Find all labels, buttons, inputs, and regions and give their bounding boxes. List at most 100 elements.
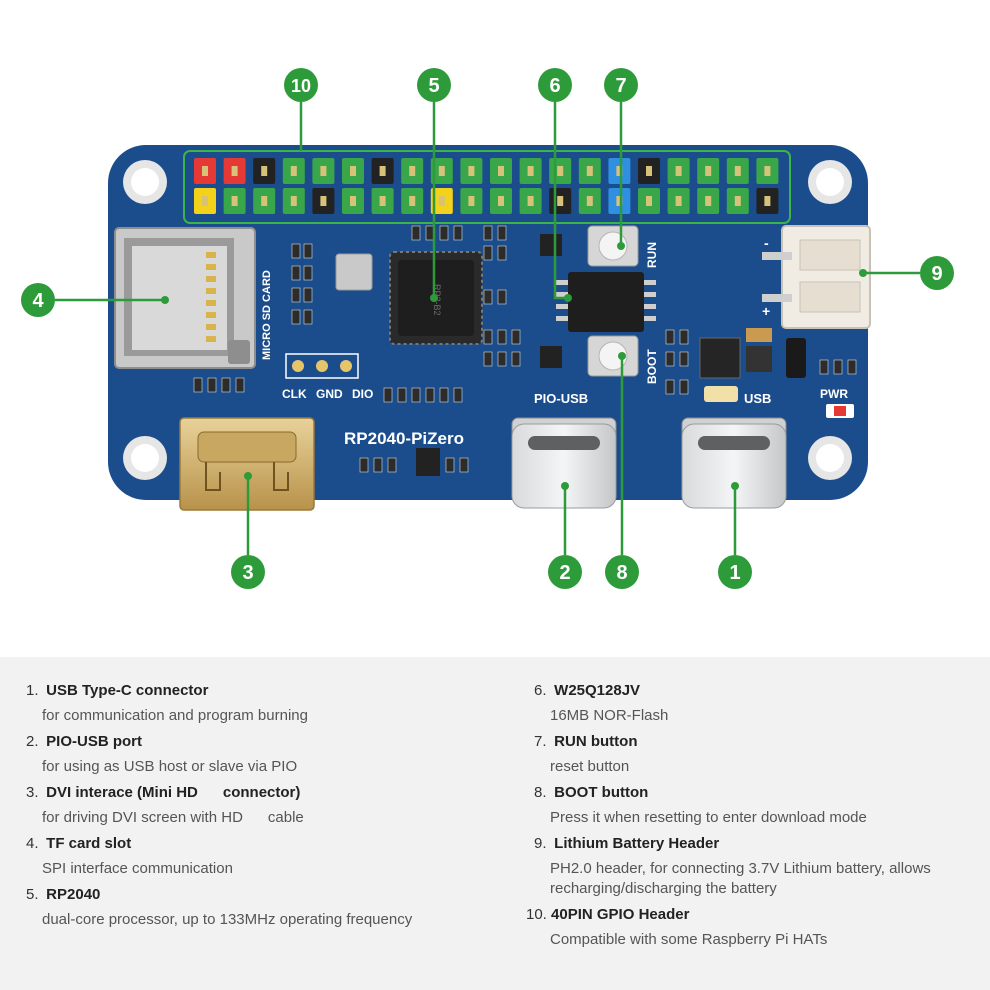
leader-dots bbox=[161, 242, 867, 490]
svg-text:4: 4 bbox=[32, 290, 44, 312]
gpio-pin-tip bbox=[202, 166, 208, 176]
legend-item-5: 5. RP2040 dual-core processor, up to 133… bbox=[26, 886, 413, 928]
callout-10: 10 bbox=[284, 68, 318, 102]
callout-6: 6 bbox=[538, 68, 572, 102]
gpio-pin-tip bbox=[320, 196, 327, 206]
gpio-pin-tip bbox=[231, 196, 238, 206]
legend-item-10: 10. 40PIN GPIO Header Compatible with so… bbox=[526, 906, 828, 948]
legend-right-column: 6. W25Q128JV 16MB NOR-Flash 7. RUN butto… bbox=[526, 681, 931, 956]
gpio-pin-tip bbox=[675, 196, 682, 206]
gpio-pin-tip bbox=[438, 196, 445, 206]
legend-panel: 1. USB Type-C connector for communicatio… bbox=[0, 657, 990, 990]
gpio-pin-tip bbox=[468, 166, 475, 176]
callout-3: 3 bbox=[231, 555, 265, 589]
gpio-pin-tip bbox=[261, 166, 268, 176]
gpio-pin-tip bbox=[675, 166, 682, 176]
gpio-pin-tip bbox=[586, 196, 593, 206]
gpio-pin-tip bbox=[646, 196, 652, 206]
gpio-pin-tip bbox=[350, 166, 356, 176]
gpio-pin-tip bbox=[202, 196, 208, 206]
gpio-pin-tip bbox=[290, 196, 297, 206]
svg-text:6: 6 bbox=[549, 75, 560, 97]
gpio-pin-tip bbox=[527, 166, 534, 176]
pio-usb-c-connector bbox=[511, 417, 617, 509]
gpio-pin-tip bbox=[646, 166, 652, 176]
crystal bbox=[335, 253, 373, 291]
svg-text:3: 3 bbox=[242, 562, 253, 584]
gnd-label: GND bbox=[316, 387, 343, 401]
battery-minus-label: - bbox=[764, 235, 769, 251]
svg-text:5: 5 bbox=[428, 75, 439, 97]
battery-connector bbox=[762, 225, 871, 329]
callout-8: 8 bbox=[605, 555, 639, 589]
gpio-pin-tip bbox=[438, 166, 445, 176]
gpio-pin-tip bbox=[468, 196, 475, 206]
svg-text:1: 1 bbox=[729, 562, 740, 584]
svg-text:9: 9 bbox=[931, 263, 942, 285]
gpio-pin-tip bbox=[764, 196, 771, 206]
gpio-pin-tip bbox=[764, 166, 771, 176]
clk-label: CLK bbox=[282, 387, 307, 401]
callout-5: 5 bbox=[417, 68, 451, 102]
gpio-pin-tip bbox=[557, 166, 564, 176]
pwr-label: PWR bbox=[820, 387, 848, 401]
svg-text:8: 8 bbox=[616, 562, 627, 584]
svg-text:10: 10 bbox=[291, 76, 311, 96]
boot-label: BOOT bbox=[645, 349, 659, 384]
callout-7: 7 bbox=[604, 68, 638, 102]
run-button bbox=[587, 225, 639, 267]
gpio-pin-tip bbox=[409, 166, 416, 176]
pio-usb-label: PIO-USB bbox=[534, 391, 588, 406]
power-ics bbox=[416, 234, 806, 476]
gpio-pin-tip bbox=[498, 166, 504, 176]
gpio-pin-tip bbox=[261, 196, 268, 206]
gpio-pin-tip bbox=[231, 166, 238, 176]
mounting-holes bbox=[123, 160, 852, 480]
gpio-pin-tip bbox=[616, 166, 623, 176]
gpio-pin-tip bbox=[705, 196, 712, 206]
run-label: RUN bbox=[645, 242, 659, 268]
flash-chip bbox=[556, 272, 656, 332]
legend-item-8: 8. BOOT button Press it when resetting t… bbox=[534, 784, 867, 826]
legend-item-2: 2. PIO-USB port for using as USB host or… bbox=[26, 733, 298, 775]
sd-card-slot bbox=[114, 227, 256, 369]
legend-item-3: 3. DVI interace (Mini HD connector) for … bbox=[26, 784, 304, 826]
usb-c-connector bbox=[681, 417, 787, 509]
board-name: RP2040-PiZero bbox=[344, 429, 464, 448]
legend-item-9: 9. Lithium Battery Header PH2.0 header, … bbox=[534, 835, 931, 897]
mini-hdmi-connector bbox=[179, 417, 315, 511]
legend-item-1: 1. USB Type-C connector for communicatio… bbox=[26, 682, 308, 724]
gpio-pin-tip bbox=[705, 166, 712, 176]
legend-item-6: 6. W25Q128JV 16MB NOR-Flash bbox=[534, 682, 669, 724]
callout-4: 4 bbox=[21, 283, 55, 317]
gpio-pin-tip bbox=[379, 196, 386, 206]
gpio-pin-tip bbox=[557, 196, 564, 206]
board-diagram: MICRO SD CARD CLK GND DIO RP2-B2 bbox=[21, 68, 954, 589]
boot-button bbox=[587, 335, 639, 377]
battery-plus-label: + bbox=[762, 303, 770, 319]
gpio-pin-tip bbox=[409, 196, 416, 206]
gpio-pin-tip bbox=[586, 166, 593, 176]
legend-item-4: 4. TF card slot SPI interface communicat… bbox=[26, 835, 233, 877]
gpio-pin-tip bbox=[498, 196, 504, 206]
legend-item-7: 7. RUN button reset button bbox=[534, 733, 638, 775]
gpio-header bbox=[183, 150, 791, 224]
pwr-led-light bbox=[834, 406, 846, 416]
callout-2: 2 bbox=[548, 555, 582, 589]
gpio-pin-tip bbox=[734, 166, 741, 176]
debug-pads bbox=[285, 353, 359, 379]
gpio-pin-tip bbox=[734, 196, 741, 206]
leader-lines bbox=[55, 102, 920, 555]
callout-9: 9 bbox=[920, 256, 954, 290]
gpio-pin-tip bbox=[379, 166, 386, 176]
sd-card-label: MICRO SD CARD bbox=[261, 270, 273, 360]
svg-text:7: 7 bbox=[615, 75, 626, 97]
usb-label: USB bbox=[744, 391, 771, 406]
gpio-pin-tip bbox=[616, 196, 623, 206]
gpio-pin-tip bbox=[320, 166, 327, 176]
gpio-pin-tip bbox=[290, 166, 297, 176]
legend-left-column: 1. USB Type-C connector for communicatio… bbox=[26, 681, 412, 936]
gpio-pin-tip bbox=[350, 196, 356, 206]
callout-1: 1 bbox=[718, 555, 752, 589]
dio-label: DIO bbox=[352, 387, 373, 401]
